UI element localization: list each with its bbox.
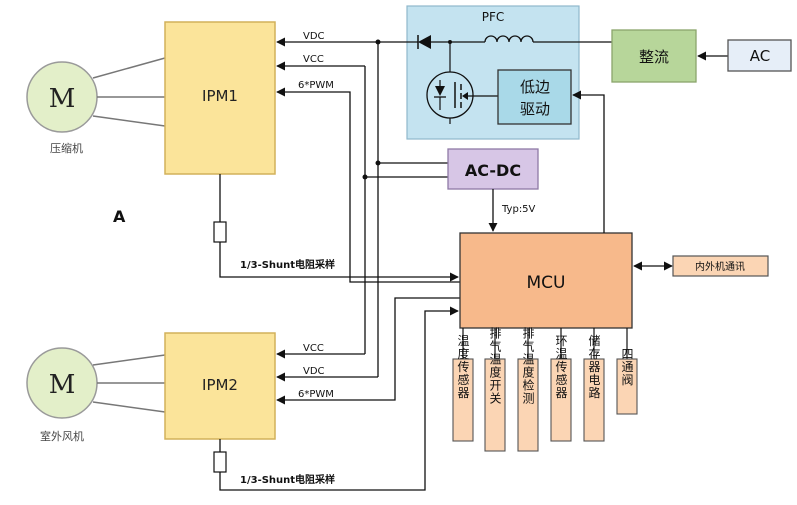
sensor-list: 温度传感器 排气温度开关 排气温度检测 环温传感器 储存器电路 四通阀 [452, 327, 638, 452]
pfc-mosfet-icon [426, 71, 498, 124]
rectifier-label: 整流 [639, 48, 669, 66]
figure-label: A [113, 207, 126, 226]
sensor-box [452, 358, 474, 442]
sensor-box [517, 358, 539, 452]
sensor-label: 四通阀 [620, 348, 634, 387]
pfc-inductor-icon [431, 35, 612, 43]
acdc-output-label: Typ:5V [501, 204, 536, 215]
sensor-label: 温度传感器 [456, 334, 470, 399]
rectifier-block [611, 29, 697, 83]
acdc-label: AC-DC [465, 161, 521, 180]
ipm1-vdc-label: VDC [303, 31, 325, 42]
ac-source-block [727, 39, 792, 72]
sensor-box [616, 358, 638, 415]
fan-motor: M [26, 347, 98, 419]
compressor-caption: 压缩机 [50, 141, 83, 155]
comm-block [672, 255, 769, 277]
sensor-label: 排气温度检测 [521, 327, 535, 405]
compressor-motor: M [26, 61, 98, 133]
ipm1-shunt-resistor [213, 221, 227, 243]
ipm1-label: IPM1 [202, 87, 238, 105]
mcu-label: MCU [527, 273, 566, 293]
ipm2-shunt-resistor [213, 451, 227, 473]
sensor-label: 储存器电路 [587, 333, 601, 399]
compressor-motor-symbol: M [49, 84, 76, 114]
pfc-driver-block [497, 69, 572, 125]
sensor-label: 环温传感器 [554, 335, 568, 400]
ipm1-vcc-label: VCC [303, 54, 324, 65]
ipm1-shunt-label: 1/3-Shunt电阻采样 [240, 258, 335, 271]
pfc-driver-line2: 驱动 [520, 100, 550, 118]
ipm2-vcc-label: VCC [303, 343, 324, 354]
pfc-label: PFC [482, 10, 505, 24]
ipm1-block [164, 21, 276, 175]
sensor-box [583, 358, 605, 442]
sensor-box [550, 358, 572, 442]
ipm2-shunt-label: 1/3-Shunt电阻采样 [240, 473, 335, 486]
comm-label: 内外机通讯 [695, 260, 745, 273]
mcu-block [459, 232, 633, 329]
ipm2-label: IPM2 [202, 376, 238, 394]
ac-source-label: AC [750, 47, 770, 65]
fan-motor-symbol: M [49, 370, 76, 400]
ipm2-block [164, 332, 276, 440]
sensor-box [484, 358, 506, 452]
ipm1-pwm-label: 6*PWM [298, 80, 334, 91]
pfc-driver-line1: 低边 [520, 78, 550, 96]
sensor-label: 排气温度开关 [488, 327, 502, 405]
ipm2-pwm-label: 6*PWM [298, 389, 334, 400]
ipm2-vdc-label: VDC [303, 366, 325, 377]
pfc-diode-icon [378, 35, 431, 49]
fan-caption: 室外风机 [40, 429, 84, 443]
